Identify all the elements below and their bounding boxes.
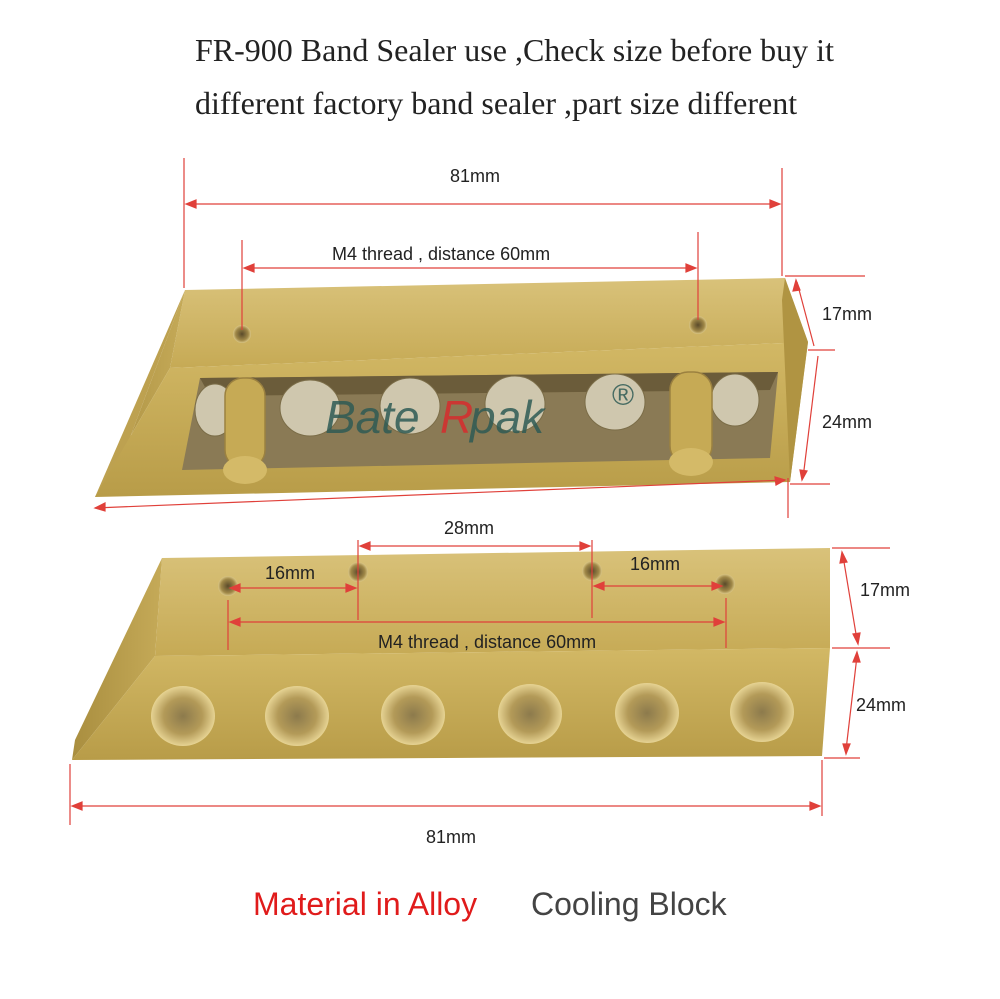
bottom-right-spacing-label: 16mm	[630, 554, 681, 574]
bottom-height-upper-label: 17mm	[860, 580, 911, 600]
headline-line-2: different factory band sealer ,part size…	[195, 85, 798, 121]
bottom-thread-label: M4 thread , distance 60mm	[378, 632, 597, 652]
headline-line-1: FR-900 Band Sealer use ,Check size befor…	[195, 32, 834, 68]
material-caption: Material in Alloy	[253, 886, 478, 922]
brand-watermark: Bate R pak ®	[325, 379, 634, 443]
coolant-holes	[151, 682, 794, 746]
product-caption: Cooling Block	[531, 886, 727, 922]
top-height-lower-label: 24mm	[822, 412, 873, 432]
dimension-lines	[69, 158, 890, 825]
bottom-height-lower-label: 24mm	[856, 695, 907, 715]
registered-mark: ®	[612, 379, 634, 412]
top-thread-label: M4 thread , distance 60mm	[332, 244, 551, 264]
top-cooling-block	[95, 278, 808, 497]
top-width-label: 81mm	[450, 166, 501, 186]
bottom-cooling-block	[72, 548, 830, 760]
bottom-width-label: 81mm	[426, 827, 477, 847]
watermark-text-pak: pak	[468, 391, 546, 443]
watermark-text-r: R	[440, 391, 473, 443]
bottom-center-spacing-label: 28mm	[444, 518, 495, 538]
watermark-text-bate: Bate	[325, 391, 420, 443]
top-height-upper-label: 17mm	[822, 304, 873, 324]
bottom-left-spacing-label: 16mm	[265, 563, 316, 583]
